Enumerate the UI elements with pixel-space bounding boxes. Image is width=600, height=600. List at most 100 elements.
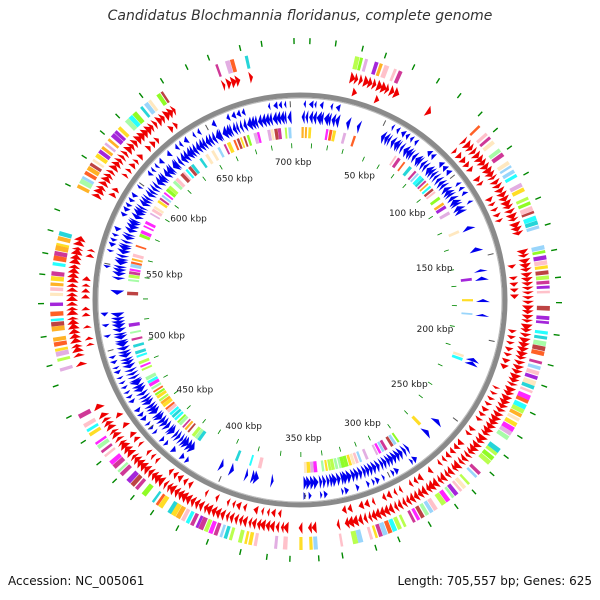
kbp-tick-label: 200 kbp (417, 325, 454, 335)
forward-gene-arrow (379, 506, 387, 518)
reverse-gene-arrow (388, 451, 397, 464)
forward-gene-arrow (121, 173, 129, 179)
forward-gene-arrow (484, 169, 495, 177)
reverse-cog-bar (303, 461, 307, 473)
forward-gene-arrow (137, 459, 146, 469)
forward-gene-arrow (490, 206, 499, 212)
forward-cog-bar (51, 325, 65, 332)
forward-cog-bar (447, 483, 459, 497)
rna-feature-mark (129, 494, 135, 501)
forward-gene-arrow (503, 352, 513, 357)
reverse-cog-bar (144, 220, 156, 229)
forward-cog-bar (148, 99, 159, 112)
reverse-gene-arrow (170, 428, 180, 439)
forward-cog-bar (313, 536, 318, 550)
reverse-gene-arrow (407, 149, 417, 161)
forward-gene-arrow (69, 254, 82, 261)
reverse-cog-bar (324, 459, 329, 472)
reverse-cog-bar (169, 406, 180, 416)
reverse-cog-bar (301, 127, 304, 139)
reverse-cog-bar (217, 146, 225, 158)
reverse-gene-arrow (140, 196, 153, 204)
reverse-cog-bar (329, 458, 336, 471)
forward-gene-arrow (153, 137, 160, 145)
reverse-gene-arrow (117, 349, 131, 355)
forward-cog-bar (454, 477, 467, 490)
reverse-gene-arrow (113, 332, 127, 336)
forward-cog-bar (491, 152, 505, 164)
reverse-gene-arrow (202, 137, 210, 150)
forward-cog-bar (535, 275, 550, 281)
reverse-gene-arrow (339, 471, 345, 486)
forward-gene-arrow (248, 516, 253, 529)
forward-gene-arrow (69, 333, 82, 340)
forward-cog-bar (107, 138, 120, 149)
forward-gene-arrow (148, 468, 156, 479)
forward-gene-arrow (363, 512, 369, 524)
reverse-gene-arrow (103, 334, 112, 338)
forward-cog-bar (76, 184, 90, 194)
forward-gene-arrow (66, 295, 79, 301)
reverse-gene-arrow (314, 100, 317, 109)
forward-gene-arrow (521, 281, 534, 287)
reverse-cog-bar (414, 177, 425, 188)
forward-cog-bar (112, 456, 126, 469)
forward-gene-arrow (108, 165, 119, 173)
reverse-gene-arrow (112, 327, 127, 333)
forward-gene-arrow (445, 451, 453, 458)
forward-cog-bar (219, 524, 227, 538)
reverse-gene-arrow (173, 158, 183, 169)
reverse-cog-bar (333, 457, 339, 470)
reverse-gene-arrow (112, 365, 120, 370)
forward-gene-arrow (68, 258, 81, 265)
rna-feature-mark (300, 451, 302, 457)
reverse-gene-arrow (119, 356, 134, 362)
reverse-gene-arrow (243, 118, 249, 132)
forward-cog-bar (52, 335, 67, 342)
reverse-gene-arrow (140, 394, 152, 403)
forward-gene-arrow (111, 187, 120, 194)
forward-cog-bar (228, 527, 236, 541)
forward-gene-arrow (489, 390, 498, 395)
rna-feature-mark (173, 390, 179, 395)
rna-feature-mark (326, 145, 329, 151)
forward-gene-arrow (347, 515, 355, 528)
reverse-gene-arrow (154, 162, 161, 169)
reverse-gene-arrow (151, 180, 163, 190)
reverse-gene-arrow (169, 445, 176, 452)
reverse-cog-bar (132, 342, 145, 348)
reverse-gene-arrow (360, 465, 366, 479)
forward-cog-bar (535, 270, 549, 276)
reverse-cog-bar (184, 420, 194, 431)
forward-cog-bar (487, 441, 501, 454)
reverse-cog-bar (149, 212, 161, 220)
forward-gene-arrow (81, 306, 91, 311)
forward-gene-arrow (132, 159, 140, 166)
rna-feature-mark (451, 305, 457, 307)
forward-gene-arrow (66, 287, 79, 292)
reverse-cog-bar (130, 263, 142, 270)
reverse-gene-arrow (175, 433, 186, 444)
forward-gene-arrow (509, 294, 519, 299)
forward-gene-arrow (140, 462, 150, 472)
rna-feature-mark (529, 411, 536, 416)
forward-gene-arrow (148, 141, 156, 149)
forward-cog-bar (101, 146, 114, 157)
forward-gene-arrow (229, 76, 237, 89)
kbp-tick-mark (138, 182, 145, 187)
reverse-gene-arrow (379, 456, 387, 470)
reverse-cog-bar (233, 139, 240, 151)
reverse-gene-arrow (208, 133, 216, 146)
forward-gene-arrow (498, 194, 509, 202)
reverse-gene-arrow (335, 114, 341, 129)
forward-cog-bar (248, 531, 255, 546)
rna-feature-mark (163, 374, 168, 378)
forward-cog-bar (77, 408, 92, 419)
forward-gene-arrow (66, 301, 79, 306)
reverse-cog-bar (150, 382, 162, 390)
reverse-gene-arrow (247, 116, 254, 131)
reverse-cog-bar (309, 461, 314, 473)
forward-gene-arrow (464, 143, 474, 152)
reverse-gene-arrow (120, 211, 128, 217)
rna-feature-mark (254, 149, 258, 155)
